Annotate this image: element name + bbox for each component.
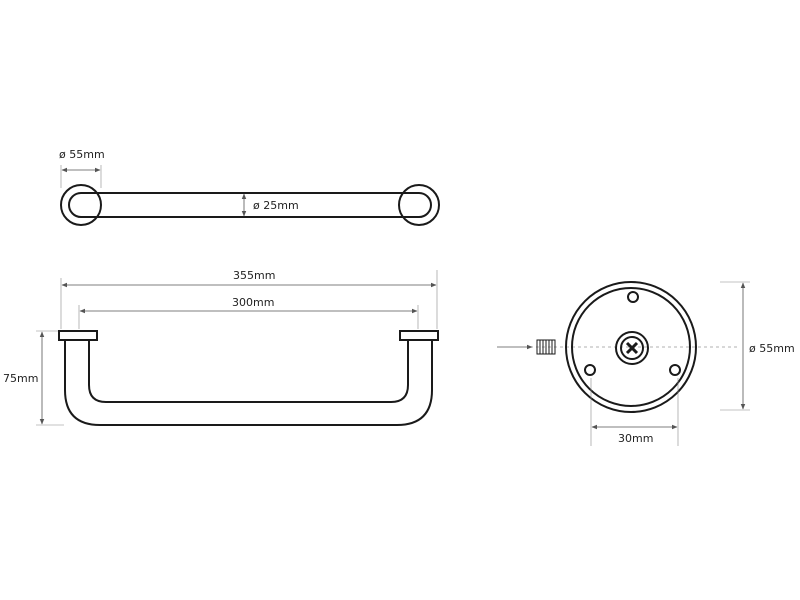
front-inner-length-label: 300mm <box>232 296 274 309</box>
side-hole-spacing-label: 30mm <box>618 432 653 445</box>
front-bar-inner <box>88 340 409 403</box>
front-left-flange <box>58 330 98 341</box>
top-right-flange <box>398 184 440 226</box>
side-view: ø 55mm 30mm <box>497 281 795 446</box>
top-flange-diameter-label: ø 55mm <box>59 148 105 161</box>
top-tube-diameter-label: ø 25mm <box>253 199 299 212</box>
front-right-flange <box>399 330 439 341</box>
mounting-hole-left <box>584 364 596 376</box>
front-overall-length-label: 355mm <box>233 269 275 282</box>
side-flange-diameter-label: ø 55mm <box>749 342 795 355</box>
front-view: 355mm 300mm 75mm <box>3 269 439 426</box>
cross-screw-icon <box>615 331 649 365</box>
front-projection-label: 75mm <box>3 372 38 385</box>
side-flange-inner <box>571 287 691 407</box>
wall-plug-icon <box>536 339 556 355</box>
mounting-hole-top <box>627 291 639 303</box>
front-bar-outer <box>64 340 433 426</box>
top-view: ø 55mm ø 25mm <box>59 148 440 226</box>
side-flange-outer <box>565 281 697 413</box>
mounting-hole-right <box>669 364 681 376</box>
top-left-flange <box>60 184 102 226</box>
top-bar-tube <box>68 192 432 218</box>
